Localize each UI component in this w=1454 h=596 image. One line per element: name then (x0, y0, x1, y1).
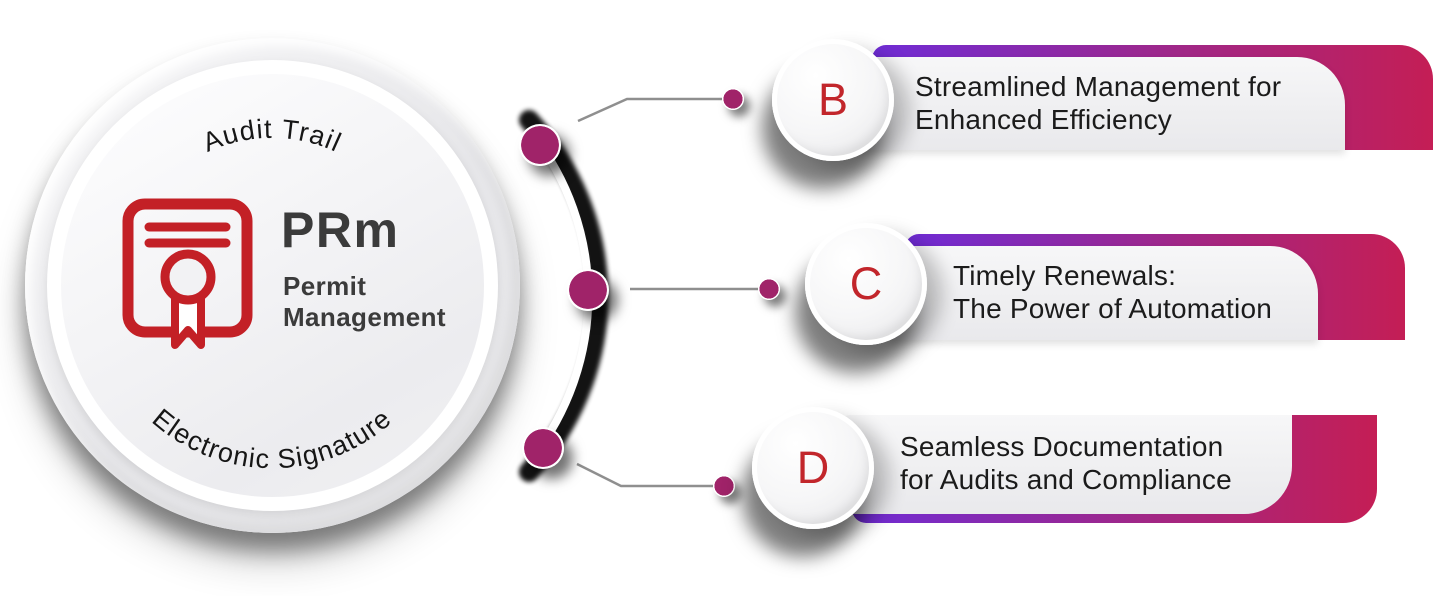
banner-c-text: Timely Renewals: The Power of Automation (953, 259, 1272, 325)
banner-c-letter: C (849, 258, 883, 309)
banner-b-letter: B (817, 74, 848, 125)
banner-b-text: Streamlined Management for Enhanced Effi… (915, 70, 1281, 136)
product-name-line2: Management (283, 302, 446, 332)
banner-d-text: Seamless Documentation for Audits and Co… (900, 430, 1232, 496)
banner-d-letter-circle: D (752, 407, 874, 529)
connector-dot-c (758, 278, 780, 300)
curved-label-top: Audit Trail (198, 114, 346, 158)
banner-c-letter-circle: C (805, 223, 927, 345)
arc-node-dot-d (522, 427, 564, 469)
banner-d-line2: for Audits and Compliance (900, 464, 1232, 495)
arc-node-dot-c (567, 269, 609, 311)
certificate-icon (122, 198, 253, 349)
banner-d-line1: Seamless Documentation (900, 431, 1224, 462)
banner-d-body (840, 415, 1292, 514)
banner-b-line1: Streamlined Management for (915, 71, 1282, 102)
banner-b-line2: Enhanced Efficiency (915, 104, 1173, 135)
banner-c-body (890, 246, 1318, 340)
product-name: Permit Management (283, 271, 446, 333)
product-acronym: PRm (281, 202, 400, 258)
connector-dot-d (713, 475, 735, 497)
connector-line-d (576, 462, 713, 488)
arc-node-dot-b (519, 124, 561, 166)
product-name-line1: Permit (283, 271, 367, 301)
banner-b-letter-circle: B (772, 39, 894, 161)
curved-label-bottom: Electronic Signature (147, 403, 397, 474)
connector-dot-b (722, 88, 744, 110)
connector-line-b (577, 97, 722, 123)
banner-d-letter: D (796, 442, 830, 493)
banner-b-body (856, 57, 1345, 150)
banner-c-line2: The Power of Automation (953, 293, 1272, 324)
banner-c-line1: Timely Renewals: (953, 260, 1177, 291)
